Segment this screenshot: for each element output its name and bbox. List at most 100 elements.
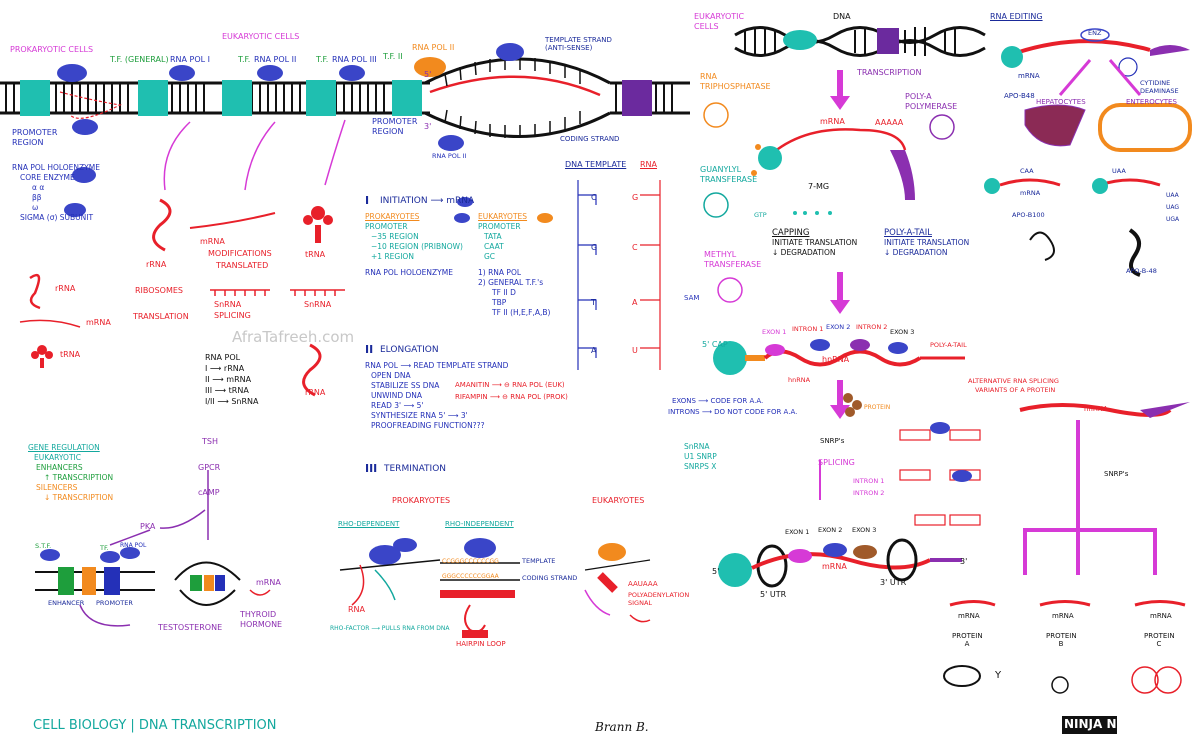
snrna-item: SnRNA xyxy=(684,442,710,451)
rna-base: A xyxy=(632,298,638,307)
product-trna: tRNA xyxy=(305,250,326,259)
stop-codon: UAA xyxy=(1166,192,1179,199)
euk-item: CAAT xyxy=(484,242,504,251)
rho-factor-note: RHO-FACTOR ⟶ PULLS RNA FROM DNA xyxy=(330,625,450,632)
exons-note: EXONS ⟶ CODE FOR A.A. xyxy=(672,397,764,405)
elongation-item: STABILIZE SS DNA xyxy=(371,381,440,390)
mature-five: 5' xyxy=(712,567,720,576)
exon3b-label: EXON 3 xyxy=(852,526,877,534)
termination-numeral: III xyxy=(365,462,378,475)
prok-item: +1 REGION xyxy=(371,252,414,261)
rna-pol-table-title: RNA POL xyxy=(205,353,241,362)
termination-eukaryotes: EUKARYOTES xyxy=(592,496,645,505)
stop-codon-list: UAA UAG UGA xyxy=(1166,190,1179,226)
rna-base: G xyxy=(632,193,639,202)
right-dna-label: DNA xyxy=(833,12,851,21)
product-translated: TRANSLATED xyxy=(216,261,269,270)
term-seq2: GGGCCCCCCGGAA xyxy=(442,573,499,580)
gene-reg-item: ENHANCERS xyxy=(36,463,83,472)
mature-mrna-label: mRNA xyxy=(822,562,847,571)
capping-list: CAPPING INITIATE TRANSLATION ↓ DEGRADATI… xyxy=(772,228,857,258)
euk-extra: 1) RNA POL xyxy=(478,268,522,277)
elongation-item: SYNTHESIZE RNA 5' ⟶ 3' xyxy=(371,411,468,420)
left-trna: tRNA xyxy=(60,350,81,359)
capped-mrna xyxy=(751,128,915,200)
stf-label: S.T.F. xyxy=(35,542,52,550)
logo-text: NINJA NERD xyxy=(1064,717,1144,731)
rna-polymerase-top xyxy=(57,43,524,151)
holoenzyme-item: SIGMA (σ) SUBUNIT xyxy=(20,213,94,222)
exon2-label: EXON 2 xyxy=(826,323,851,331)
five-prime-top: 5' xyxy=(424,70,432,79)
euk-item: TATA xyxy=(484,232,502,241)
rna-pol-row: I ⟶ rRNA xyxy=(205,364,245,373)
gene-reg-mrna: mRNA xyxy=(256,578,281,587)
euk-head: EUKARYOTES xyxy=(478,212,528,221)
enhancer-label: ENHANCER xyxy=(48,599,85,607)
alt-splicing-subtitle: VARIANTS OF A PROTEIN xyxy=(975,386,1056,394)
methyl-label: METHYL TRANSFERASE xyxy=(704,250,762,269)
exon2b-label: EXON 2 xyxy=(818,526,843,534)
gene-reg-item: EUKARYOTIC xyxy=(34,453,81,462)
enterocytes-label: ENTEROCYTES xyxy=(1126,98,1177,106)
tf-general-label: T.F. (GENERAL) xyxy=(110,55,169,64)
mature-mrna xyxy=(718,538,962,588)
gpcr-label: GPCR xyxy=(198,463,221,472)
right-eukaryotic-cells: EUKARYOTIC CELLS xyxy=(694,12,745,31)
template-table-lines xyxy=(577,180,597,370)
promoter-region-mid: PROMOTER REGION xyxy=(372,117,418,136)
holoenzyme-list: RNA POL HOLOENZYME CORE ENZYME α α ββ ω … xyxy=(12,163,100,223)
product-rrna: rRNA xyxy=(146,260,167,269)
utr3-label: 3' UTR xyxy=(880,578,907,587)
promoter-box-2 xyxy=(138,80,168,116)
snrna-item: SNRPS X xyxy=(684,462,717,471)
holoenzyme-item: ββ xyxy=(32,193,42,202)
pka-label: PKA xyxy=(140,522,156,531)
exon3-label: EXON 3 xyxy=(890,328,915,336)
rna-editing-title: RNA EDITING xyxy=(990,12,1043,21)
term-seq1: CCGGGCCCCCCGG xyxy=(442,558,499,565)
rnapol-label: RNA POL xyxy=(120,542,147,549)
polytail-title: POLY-A-TAIL xyxy=(884,228,932,238)
apo-b100-label: APO-B100 xyxy=(1012,211,1045,219)
rna-pol-row: I/II ⟶ SnRNA xyxy=(205,397,259,406)
rna-pol-2-label: RNA POL II xyxy=(254,55,297,64)
product-modifications: MODIFICATIONS xyxy=(208,249,272,258)
gene-reg-item: SILENCERS xyxy=(36,483,78,492)
mrna-capped-label: mRNA xyxy=(820,117,845,126)
protein-a-label: PROTEIN A xyxy=(952,632,983,649)
rho-dependent-label: RHO-DEPENDENT xyxy=(338,520,400,528)
intron1-label: INTRON 1 xyxy=(792,325,824,333)
introns-note: INTRONS ⟶ DO NOT CODE FOR A.A. xyxy=(668,408,798,416)
termination-title: TERMINATION xyxy=(384,464,447,474)
dna-base: T xyxy=(591,298,596,307)
amanitin-note: AMANITIN ⟶ ⊖ RNA POL (EUK) xyxy=(455,381,565,389)
termination-prokaryotes: PROKARYOTES xyxy=(392,496,451,505)
alt-mrna-c: mRNA xyxy=(1150,612,1172,620)
holoenzyme-item: ω xyxy=(32,203,39,212)
left-rrna: rRNA xyxy=(55,284,76,293)
euk-extra: TF II (H,E,F,A,B) xyxy=(492,308,551,317)
rna-triphosphatase-label: RNA TRIPHOSPHATASE xyxy=(700,72,771,91)
coding-strand-label: CODING STRAND xyxy=(560,135,620,143)
gtp-label: GTP xyxy=(754,211,767,219)
apo-b48-label: APO-B-48 xyxy=(1126,267,1157,275)
polytail-item: INITIATE TRANSLATION xyxy=(884,238,970,247)
rna-pol-row: III ⟶ tRNA xyxy=(205,386,249,395)
holoenzyme-item: CORE ENZYME xyxy=(20,173,75,182)
rna-pol-1-label: RNA POL I xyxy=(170,55,211,64)
product-ribosomes: RIBOSOMES xyxy=(135,286,183,295)
eukaryotic-cells-label: EUKARYOTIC CELLS xyxy=(222,32,300,41)
elongation-item: PROOFREADING FUNCTION??? xyxy=(371,421,485,430)
intron-a-label: INTRON 1 xyxy=(853,477,885,485)
prok-extra: RNA POL HOLOENZYME xyxy=(365,268,453,277)
editing-apob: APO-B48 xyxy=(1004,92,1035,100)
tf-ii-label: T.F. II xyxy=(383,52,403,61)
rna-head: RNA xyxy=(640,160,658,169)
guanylyl-label: GUANYLYL TRANSFERASE xyxy=(700,165,758,184)
editing-arrows xyxy=(1058,59,1142,96)
snrna-item: U1 SNRP xyxy=(684,452,717,461)
rna-base: U xyxy=(632,346,638,355)
elongation-item: OPEN DNA xyxy=(371,371,411,380)
